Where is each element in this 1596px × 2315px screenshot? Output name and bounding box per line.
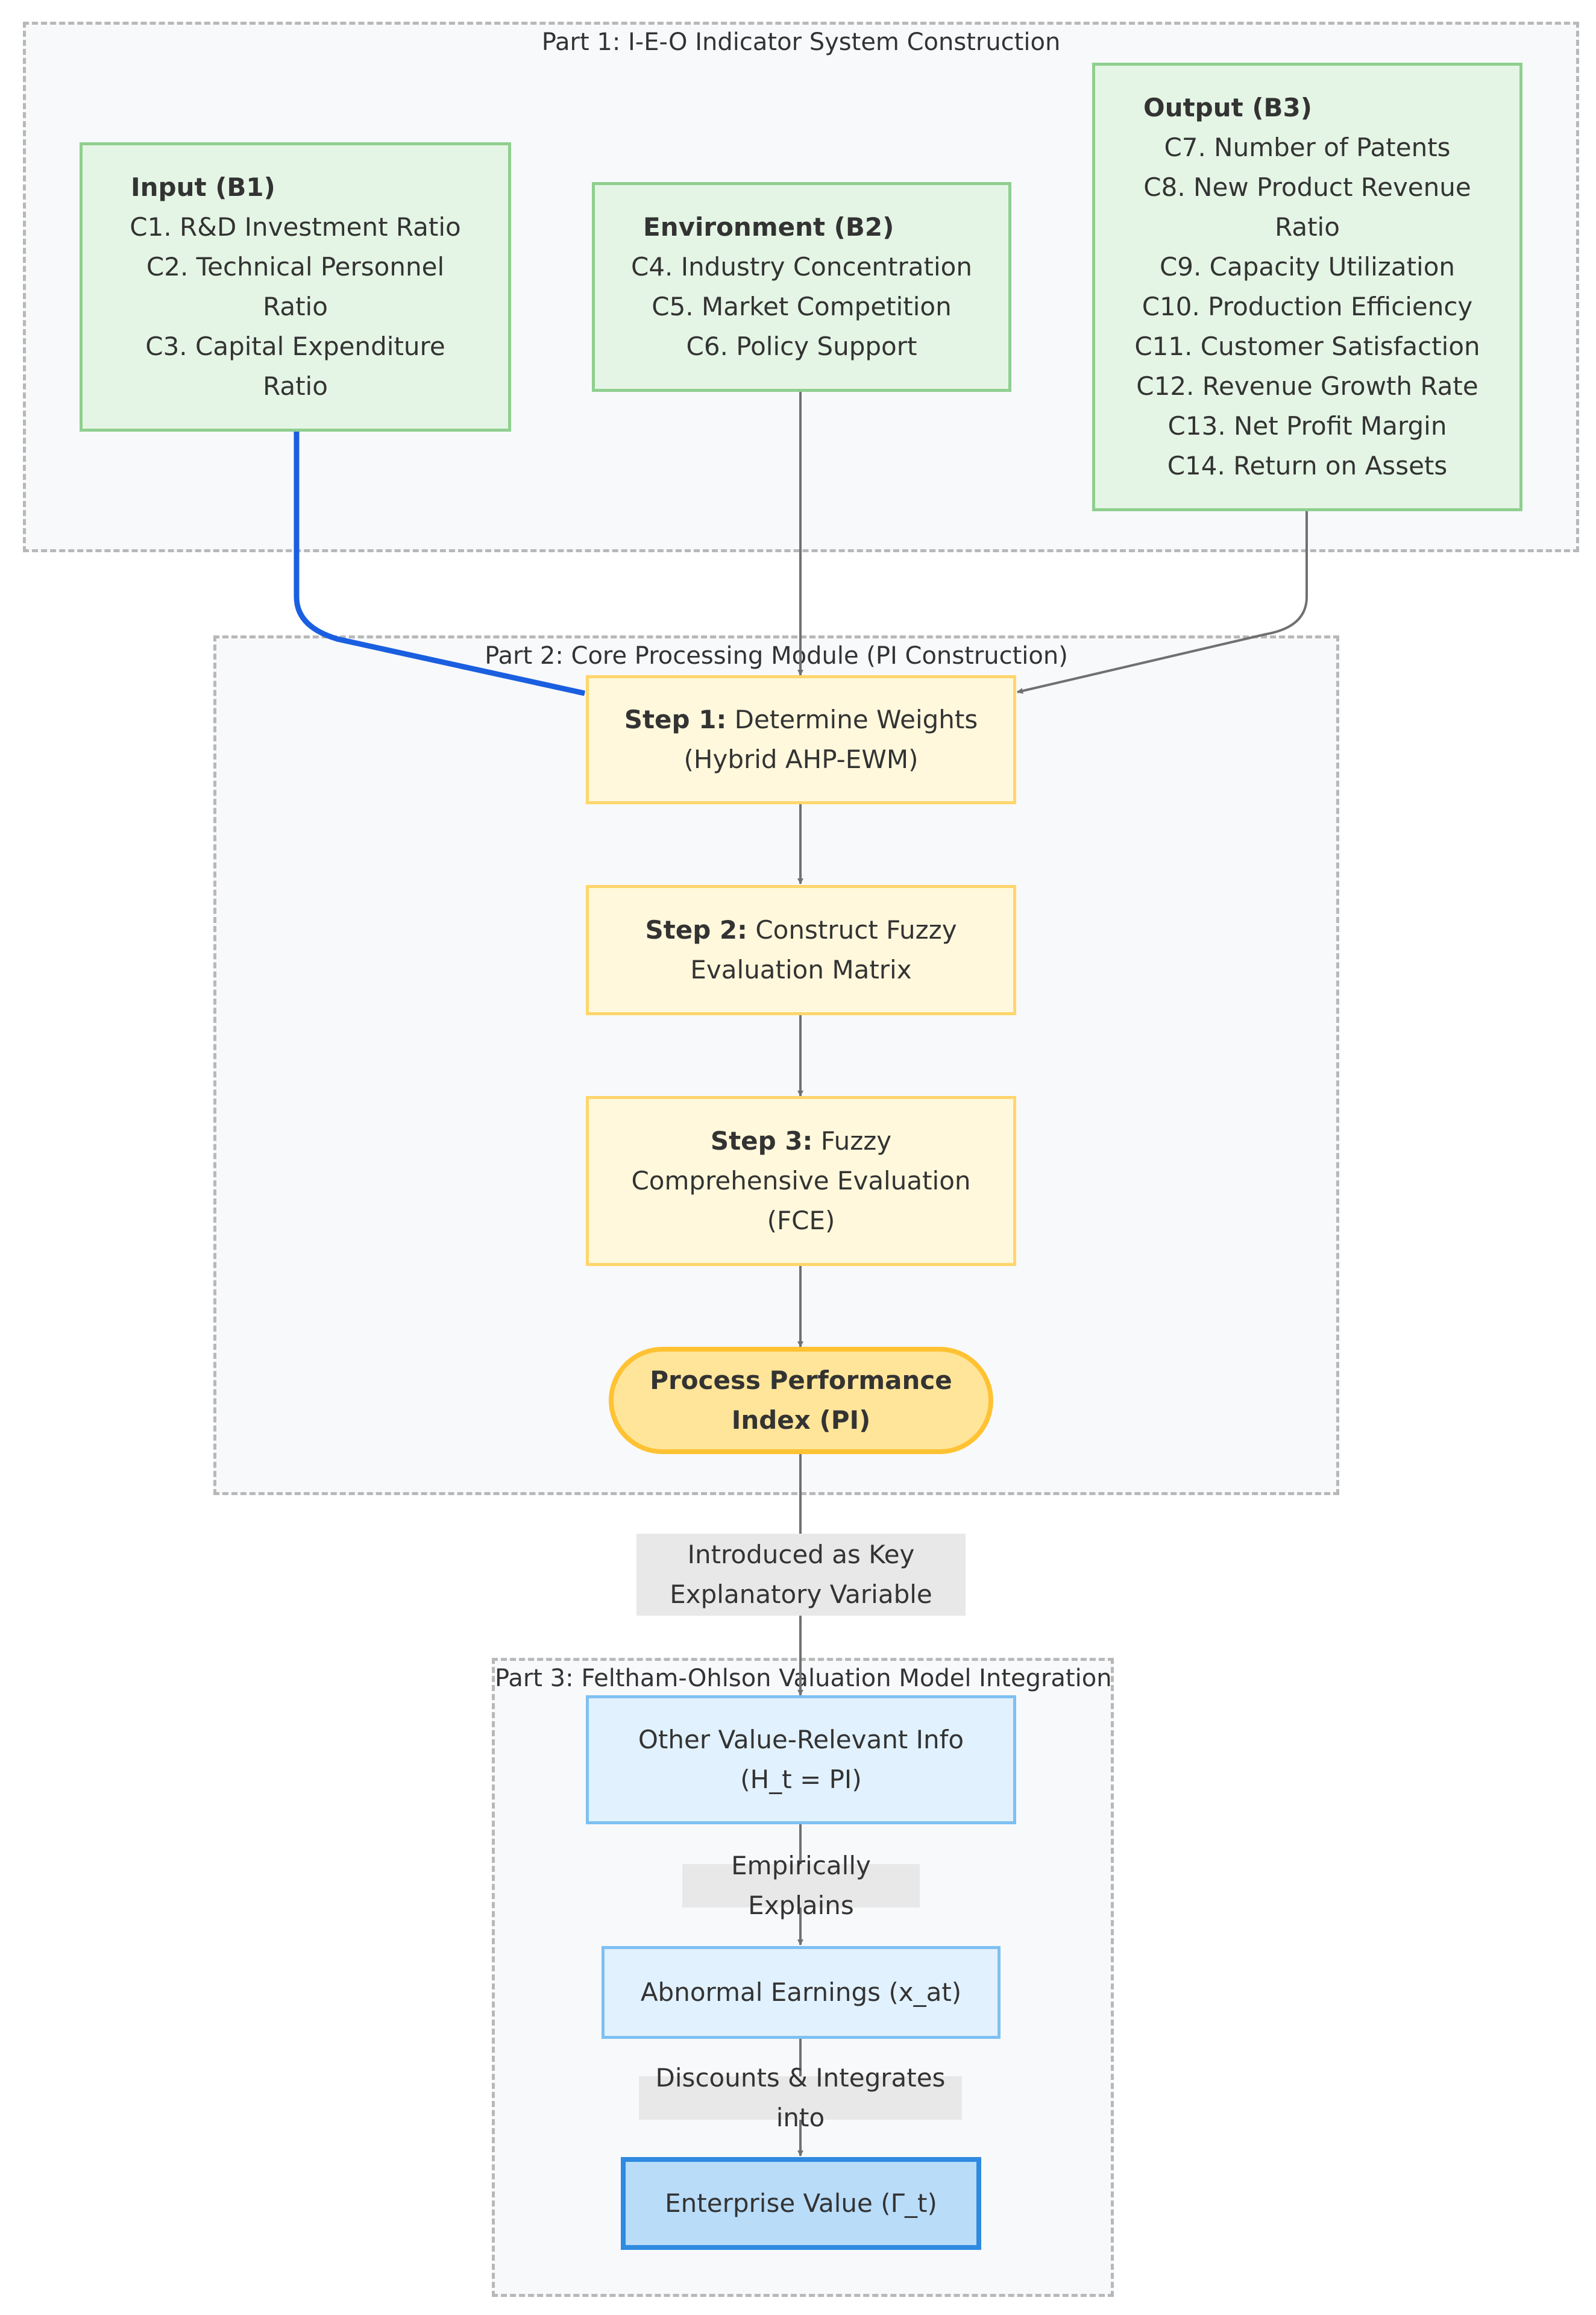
node-step3-line2: Comprehensive Evaluation [631, 1166, 971, 1195]
edge-label-introduced-line1: Introduced as Key [687, 1540, 915, 1569]
node-output-line: C10. Production Efficiency [1142, 292, 1473, 321]
node-output-line: C9. Capacity Utilization [1159, 252, 1456, 282]
node-input-line: Ratio [263, 292, 328, 321]
node-input-title: Input (B1) [131, 172, 275, 202]
node-environment-line: C4. Industry Concentration [631, 252, 972, 282]
edge-label-introduced: Introduced as Key Explanatory Variable [636, 1534, 966, 1616]
node-step1: Step 1: Determine Weights (Hybrid AHP-EW… [586, 675, 1016, 804]
node-enterprise-value: Enterprise Value (Γ_t) [621, 2157, 981, 2250]
node-input-line: C3. Capital Expenditure [145, 332, 445, 361]
edge-label-explains: Empirically Explains [682, 1851, 920, 1920]
node-output: Output (B3) C7. Number of Patents C8. Ne… [1092, 63, 1522, 511]
node-other-info-line2: (H_t = PI) [740, 1765, 862, 1794]
node-step2-line2: Evaluation Matrix [690, 955, 912, 984]
node-input-line: Ratio [263, 371, 328, 401]
node-environment: Environment (B2) C4. Industry Concentrat… [592, 182, 1011, 392]
node-output-line: C11. Customer Satisfaction [1134, 332, 1480, 361]
node-step1-line1: Determine Weights [734, 705, 978, 734]
node-output-line: C14. Return on Assets [1167, 451, 1448, 480]
cluster-part2-title: Part 2: Core Processing Module (PI Const… [485, 642, 1068, 670]
node-step3-line1: Fuzzy [820, 1126, 892, 1156]
node-pi-line1: Process Performance [650, 1365, 952, 1395]
node-step1-label: Step 1: [624, 705, 727, 734]
node-environment-title: Environment (B2) [643, 212, 894, 242]
node-step2: Step 2: Construct Fuzzy Evaluation Matri… [586, 885, 1016, 1015]
node-other-value-info: Other Value-Relevant Info (H_t = PI) [586, 1695, 1016, 1824]
node-output-line: Ratio [1275, 212, 1340, 242]
node-step1-line2: (Hybrid AHP-EWM) [683, 745, 919, 774]
node-step2-label: Step 2: [645, 915, 747, 945]
node-abnormal-earnings: Abnormal Earnings (x_at) [602, 1946, 1001, 2039]
node-output-line: C8. New Product Revenue [1143, 172, 1471, 202]
cluster-part3-title: Part 3: Feltham-Ohlson Valuation Model I… [495, 1665, 1112, 1692]
node-other-info-line1: Other Value-Relevant Info [638, 1725, 964, 1754]
node-input-line: C2. Technical Personnel [146, 252, 445, 282]
node-step3-line3: (FCE) [767, 1206, 835, 1235]
node-input-line: C1. R&D Investment Ratio [130, 212, 461, 242]
node-pi-line2: Index (PI) [731, 1405, 871, 1435]
edge-label-introduced-line2: Explanatory Variable [670, 1580, 932, 1609]
node-output-line: C13. Net Profit Margin [1167, 411, 1447, 441]
node-environment-line: C5. Market Competition [652, 292, 952, 321]
node-step3-label: Step 3: [710, 1126, 813, 1156]
edge-label-discounts: Discounts & Integrates into [639, 2063, 962, 2132]
node-output-line: C7. Number of Patents [1164, 133, 1451, 162]
node-step3: Step 3: Fuzzy Comprehensive Evaluation (… [586, 1096, 1016, 1266]
node-process-performance-index: Process Performance Index (PI) [609, 1347, 993, 1454]
cluster-part1-title: Part 1: I-E-O Indicator System Construct… [541, 28, 1061, 56]
node-output-line: C12. Revenue Growth Rate [1136, 371, 1478, 401]
node-step2-line1: Construct Fuzzy [755, 915, 957, 945]
node-environment-line: C6. Policy Support [686, 332, 917, 361]
node-input: Input (B1) C1. R&D Investment Ratio C2. … [80, 142, 511, 432]
node-output-title: Output (B3) [1143, 93, 1312, 122]
